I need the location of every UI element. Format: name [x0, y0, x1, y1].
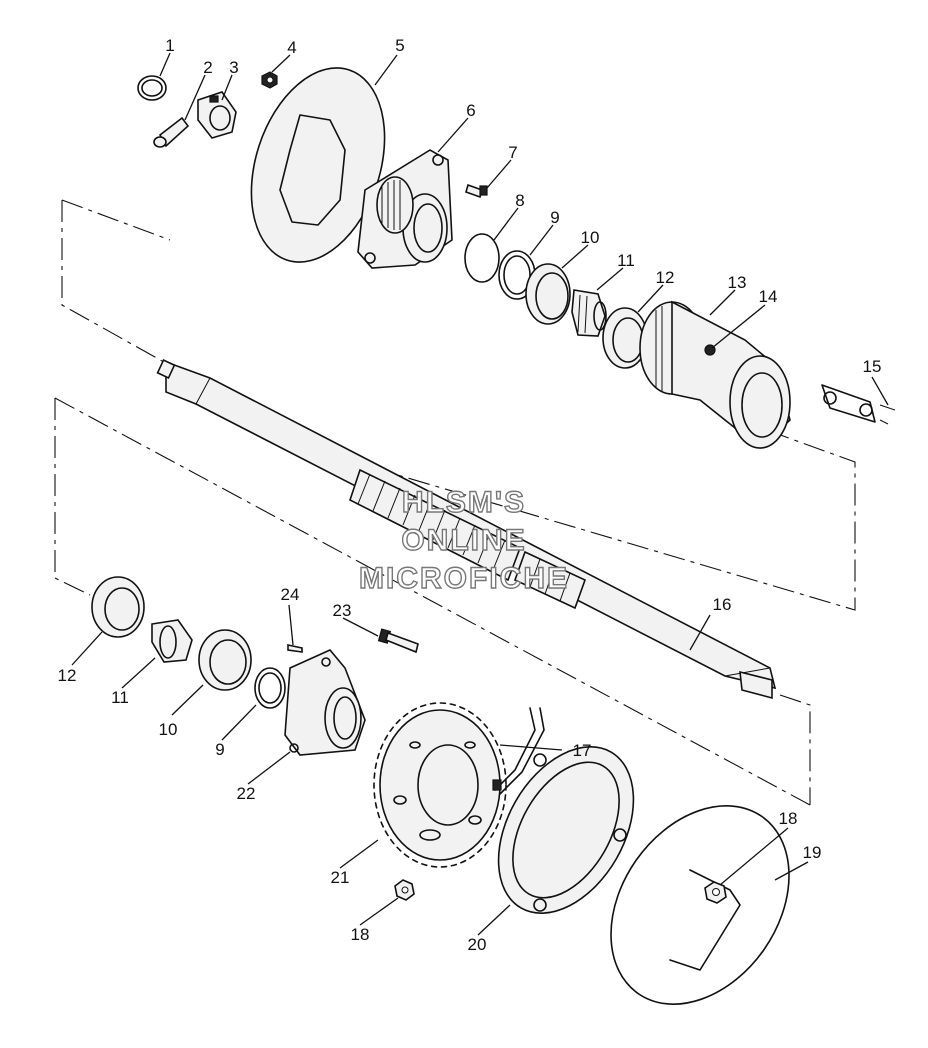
bearing-cup-lower	[198, 629, 252, 691]
assembly-outline-lower	[54, 397, 811, 806]
seal-lower	[254, 667, 286, 709]
hub-screw	[287, 644, 303, 653]
axle-shaft	[156, 359, 777, 700]
callout-11-lower: 11	[111, 688, 129, 707]
flange-bolt	[465, 183, 488, 199]
callout-10-lower: 10	[159, 720, 178, 739]
drive-sprocket	[373, 702, 507, 868]
disc-nut	[261, 71, 278, 89]
axle-spline-upper	[349, 468, 522, 582]
sprocket-hub	[284, 649, 366, 756]
axle-spline-lower	[514, 550, 586, 610]
watermark: HLSM'S ONLINE MICROFICHE	[358, 485, 569, 595]
watermark-line-1: HLSM'S	[402, 486, 526, 519]
callout-4: 4	[287, 38, 296, 57]
callout-18-lower: 18	[351, 925, 370, 944]
plate-nut	[704, 881, 727, 904]
leader-lines	[71, 52, 889, 936]
callout-14: 14	[759, 287, 778, 306]
bearing-cone-upper	[571, 289, 607, 337]
callout-17: 17	[573, 741, 592, 760]
brake-caliper	[197, 91, 237, 139]
callout-11-upper: 11	[617, 251, 635, 270]
callout-21: 21	[331, 868, 350, 887]
callout-18-upper: 18	[779, 809, 798, 828]
callout-24: 24	[281, 585, 300, 604]
callout-12-upper: 12	[656, 268, 675, 287]
callout-6: 6	[466, 101, 475, 120]
chain-guard-clip	[492, 707, 545, 795]
callout-1: 1	[165, 36, 174, 55]
callout-labels: 1 2 3 4 5 6 7 8 9 10 11 12 13 14 15 16 1…	[58, 36, 882, 954]
bearing-cup-upper	[525, 263, 571, 325]
assembly-outline-upper	[61, 199, 856, 611]
callout-20: 20	[468, 935, 487, 954]
callout-12-lower: 12	[58, 666, 77, 685]
callout-7: 7	[508, 143, 517, 162]
hub-flange	[357, 149, 453, 269]
callout-19: 19	[803, 843, 822, 862]
callout-23: 23	[333, 601, 352, 620]
caliper-bolt	[153, 116, 190, 148]
callout-3: 3	[229, 58, 238, 77]
bearing-cone-lower	[151, 619, 193, 663]
chain-guard	[497, 746, 635, 914]
callout-9-upper: 9	[550, 208, 559, 227]
callout-16: 16	[713, 595, 732, 614]
snap-ring	[137, 75, 167, 101]
sprocket-bolt	[377, 628, 419, 654]
callout-2: 2	[203, 58, 212, 77]
watermark-line-2: ONLINE	[401, 524, 526, 557]
bearing-housing	[639, 300, 791, 450]
inner-snap-ring	[464, 233, 500, 283]
bearing-race-upper	[602, 307, 648, 369]
bearing-race-lower	[91, 576, 145, 638]
bearing-hardware-kit	[821, 384, 896, 425]
callout-5: 5	[395, 36, 404, 55]
callout-10-upper: 10	[581, 228, 600, 247]
callout-13: 13	[728, 273, 747, 292]
sprocket-nut	[394, 879, 415, 901]
watermark-line-3: MICROFICHE	[359, 562, 569, 595]
callout-22: 22	[237, 784, 256, 803]
callout-15: 15	[863, 357, 882, 376]
callout-9-lower: 9	[215, 740, 224, 759]
callout-8: 8	[515, 191, 524, 210]
